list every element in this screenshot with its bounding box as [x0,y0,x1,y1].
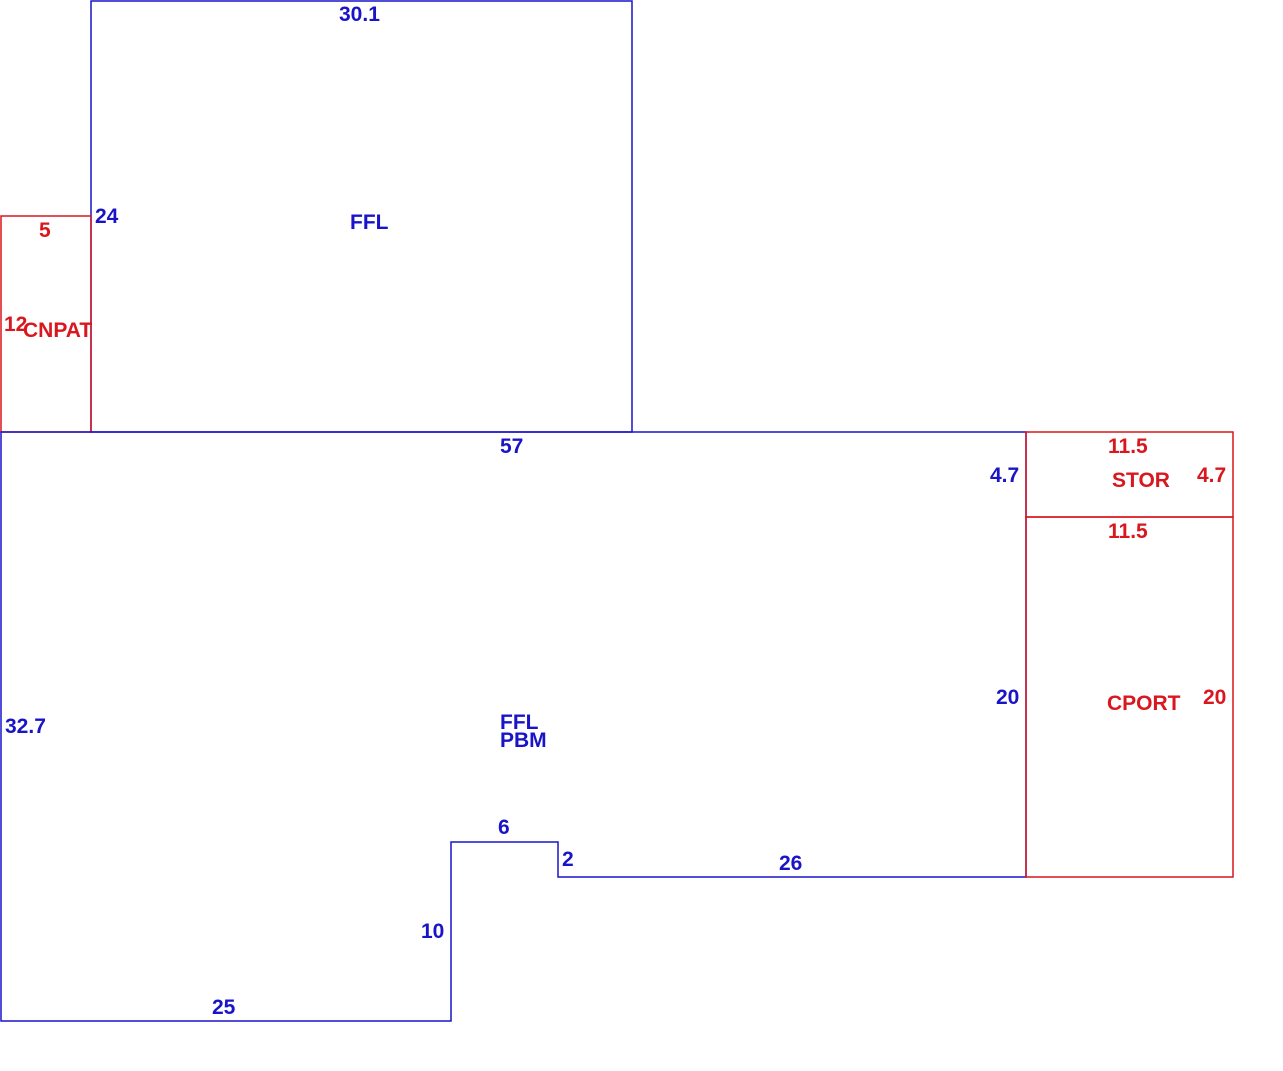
cnpat-top-dimension: 5 [39,219,51,242]
cnpat-area-label: CNPAT [23,319,92,342]
stor-area-label: STOR [1112,469,1170,492]
main-bottom-right-dimension: 26 [779,852,802,875]
upper-ffl-area-label: FFL [350,211,389,234]
upper-ffl-top-dimension: 30.1 [339,3,380,26]
main-area-sublabel: PBM [500,729,547,752]
notch-side-dimension: 10 [421,920,444,943]
cport-area-label: CPORT [1107,692,1181,715]
main-bottom-dimension: 25 [212,996,236,1019]
cport-outline [1025,516,1234,878]
main-top-dimension: 57 [500,435,523,458]
cport-right-dimension: 20 [1203,686,1226,709]
notch-top-dimension: 6 [498,816,510,839]
main-area-label: FFL [500,711,539,734]
notch-step-dimension: 2 [562,848,574,871]
main-right-lower-dimension: 20 [996,686,1019,709]
stor-top-dimension: 11.5 [1108,435,1148,458]
main-left-dimension: 32.7 [5,715,46,738]
upper-ffl-left-dimension: 24 [95,205,119,228]
cnpat-left-dimension: 12 [4,313,27,336]
main-right-upper-dimension: 4.7 [990,464,1019,487]
stor-right-dimension: 4.7 [1197,464,1226,487]
cport-top-dimension: 11.5 [1108,520,1148,543]
